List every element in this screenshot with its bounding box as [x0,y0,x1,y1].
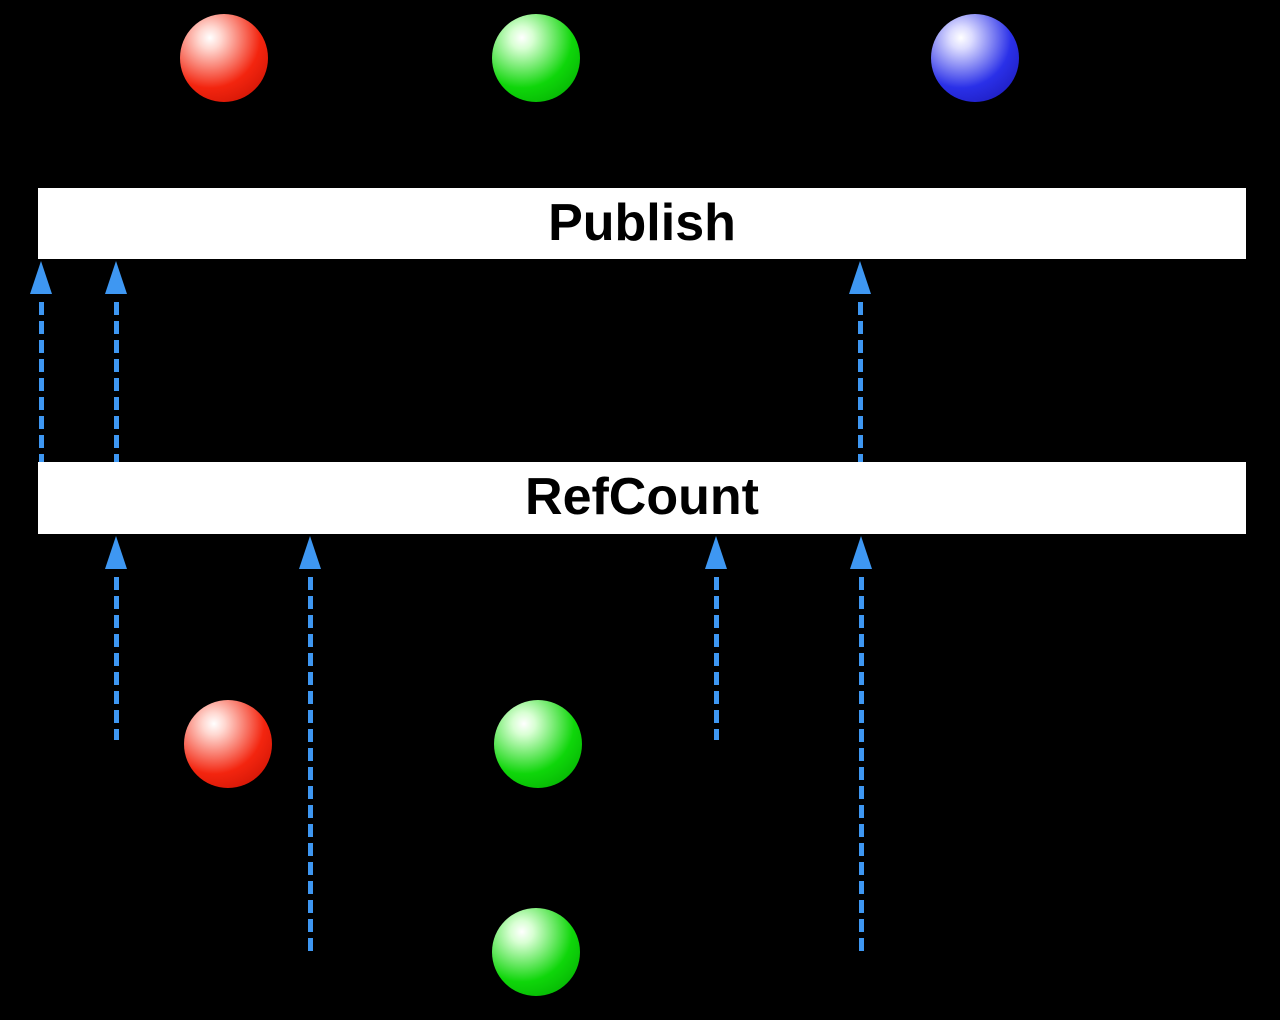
arrow-dashed-tail [113,296,119,462]
arrow-dashed-tail [113,571,119,740]
subscription-arrow-to-publish [30,261,52,462]
marble-green [492,908,580,996]
arrowhead-up-icon [30,261,52,294]
refcount-operator-box: RefCount [38,462,1246,534]
arrowhead-up-icon [849,261,871,294]
subscription-arrow-to-refcount [299,536,321,952]
arrowhead-up-icon [105,536,127,569]
subscription-arrow-to-refcount [850,536,872,952]
refcount-label: RefCount [525,468,759,526]
publish-label: Publish [548,193,736,252]
marble-red [180,14,268,102]
marble-blue [931,14,1019,102]
marble-red [184,700,272,788]
subscription-arrow-to-refcount [705,536,727,740]
subscription-arrow-to-publish [849,261,871,462]
arrow-dashed-tail [858,571,864,952]
arrow-dashed-tail [307,571,313,952]
arrowhead-up-icon [299,536,321,569]
subscription-arrow-to-publish [105,261,127,462]
arrowhead-up-icon [705,536,727,569]
marble-green [494,700,582,788]
arrow-dashed-tail [857,296,863,462]
publish-operator-box: Publish [38,188,1246,259]
arrow-dashed-tail [713,571,719,740]
marble-green [492,14,580,102]
subscription-arrow-to-refcount [105,536,127,740]
arrowhead-up-icon [105,261,127,294]
arrow-dashed-tail [38,296,44,462]
arrowhead-up-icon [850,536,872,569]
